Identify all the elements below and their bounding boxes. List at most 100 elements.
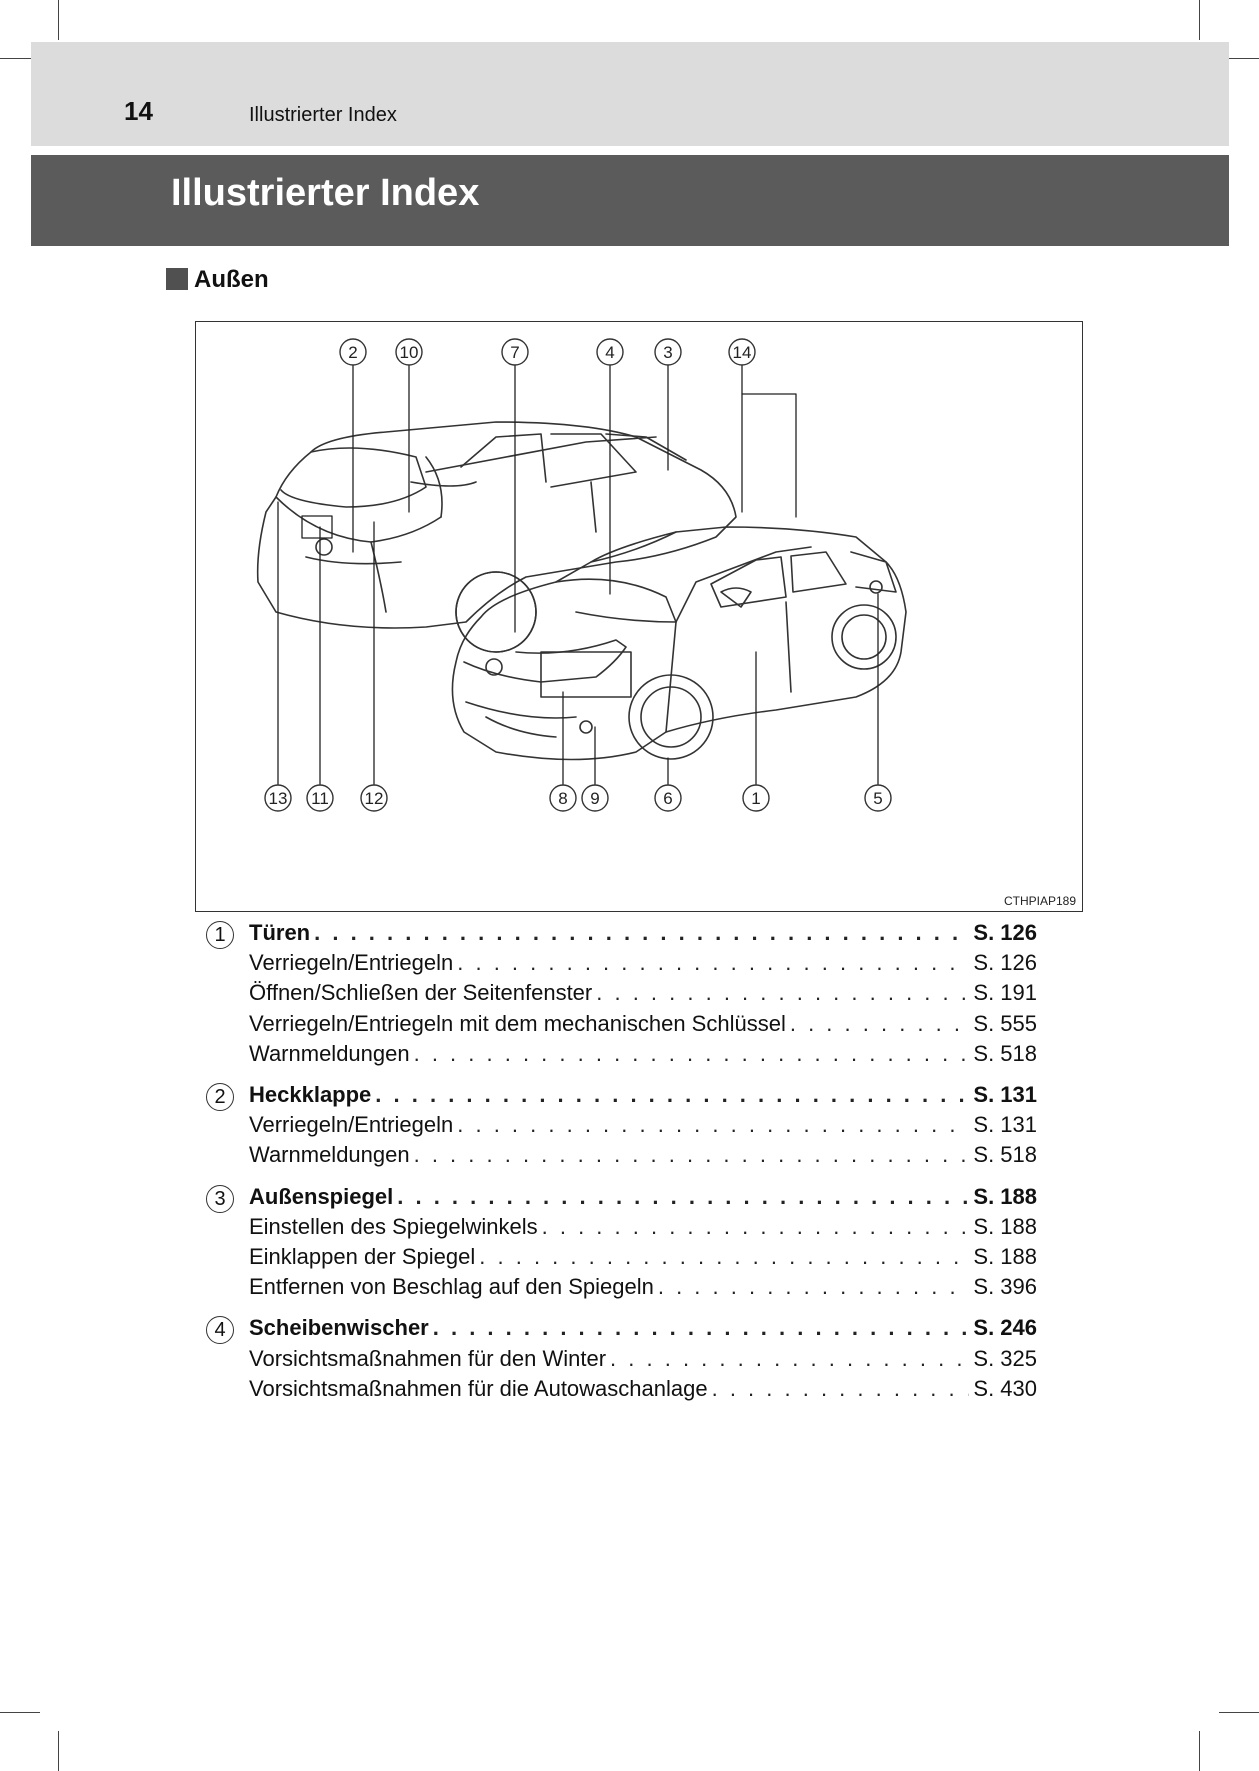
- entry-label: Verriegeln/Entriegeln: [249, 950, 454, 976]
- leader-dots: [542, 1214, 970, 1240]
- section-heading: Außen: [194, 266, 269, 293]
- crop-mark: [1199, 0, 1200, 40]
- entry-page-ref: S. 325: [973, 1345, 1037, 1371]
- entry-page-ref: S. 188: [973, 1244, 1037, 1269]
- entry-page-ref: S. 131: [973, 1112, 1037, 1138]
- running-title: Illustrierter Index: [249, 104, 397, 126]
- index-number-circle: 2: [206, 1083, 234, 1111]
- index-number-circle: 4: [206, 1316, 234, 1345]
- index-sub-entry: Verriegeln/Entriegeln mit dem mechanisch…: [249, 1011, 1037, 1039]
- index-sub-entry: Vorsichtsmaßnahmen für die Autowaschanla…: [249, 1376, 1037, 1404]
- callout-label: 6: [663, 789, 672, 808]
- entry-label: Einklappen der Spiegel: [249, 1244, 476, 1269]
- entry-page-ref: S. 191: [973, 980, 1037, 1006]
- index-number-circle: 3: [206, 1184, 234, 1213]
- section-marker-icon: [166, 268, 188, 290]
- crop-mark: [58, 0, 59, 40]
- leader-dots: [397, 1184, 969, 1210]
- entry-label: Verriegeln/Entriegeln mit dem mechanisch…: [249, 1010, 786, 1036]
- entry-page-ref: S. 131: [973, 1082, 1037, 1107]
- callout-label: 13: [269, 789, 288, 808]
- entry-label: Warnmeldungen: [249, 1142, 410, 1168]
- leader-dots: [712, 1376, 970, 1402]
- callout-label: 10: [400, 343, 419, 362]
- callout-label: 3: [663, 343, 672, 362]
- page-number: 14: [124, 96, 153, 126]
- callout-label: 9: [590, 789, 599, 808]
- index-sub-entry: Öffnen/Schließen der Seitenfenster S. 191: [249, 980, 1037, 1008]
- index-sub-entry: Verriegeln/Entriegeln S. 131: [249, 1112, 1037, 1140]
- entry-label: Entfernen von Beschlag auf den Spiegeln: [249, 1274, 654, 1300]
- entry-label: Warnmeldungen: [249, 1040, 410, 1066]
- index-sub-entry: Warnmeldungen S. 518: [249, 1041, 1037, 1069]
- front-car-drawing: [451, 526, 907, 761]
- callout-label: 8: [558, 789, 567, 808]
- leader-dots: [314, 920, 969, 946]
- entry-label: Türen: [249, 920, 311, 945]
- index-main-entry: Türen S. 126: [249, 920, 1037, 948]
- leader-dots: [457, 950, 969, 976]
- rear-car-drawing: [256, 421, 737, 653]
- entry-label: Scheibenwischer: [249, 1315, 429, 1341]
- index-sub-entry: Vorsichtsmaßnahmen für den Winter S. 325: [249, 1346, 1037, 1374]
- index-main-entry: Scheibenwischer S. 246: [249, 1315, 1037, 1343]
- entry-page-ref: S. 396: [973, 1274, 1037, 1300]
- index-sub-entry: Einklappen der Spiegel S. 188: [249, 1244, 1037, 1272]
- entry-label: Heckklappe: [249, 1082, 372, 1107]
- crop-mark: [1219, 1712, 1259, 1713]
- leader-dots: [479, 1244, 969, 1270]
- callout-circles: [264, 338, 892, 812]
- page-title: Illustrierter Index: [171, 172, 480, 214]
- entry-page-ref: S. 430: [973, 1375, 1037, 1401]
- title-bar: [31, 155, 1229, 246]
- index-sub-entry: Warnmeldungen S. 518: [249, 1142, 1037, 1170]
- callout-leaders: [277, 361, 879, 785]
- index-sub-entry: Einstellen des Spiegelwinkels S. 188: [249, 1214, 1037, 1242]
- entry-page-ref: S. 126: [973, 950, 1037, 976]
- entry-label: Vorsichtsmaßnahmen für den Winter: [249, 1345, 607, 1371]
- car-exterior-illustration: 2 10 7 4 3 14 13 11 12 8 9 6 1 5 CTHPIAP…: [195, 321, 1083, 912]
- entry-page-ref: S. 188: [973, 1213, 1037, 1239]
- crop-mark: [0, 1712, 40, 1713]
- index-main-entry: Heckklappe S. 131: [249, 1082, 1037, 1110]
- entry-page-ref: S. 246: [973, 1315, 1037, 1341]
- index-sub-entry: Entfernen von Beschlag auf den Spiegeln S…: [249, 1274, 1037, 1302]
- leader-dots: [596, 980, 969, 1006]
- car-drawing: 2 10 7 4 3 14 13 11 12 8 9 6 1 5: [256, 338, 907, 812]
- entry-label: Einstellen des Spiegelwinkels: [249, 1213, 538, 1239]
- leader-dots: [658, 1274, 970, 1300]
- leader-dots: [457, 1112, 969, 1138]
- entry-label: Öffnen/Schließen der Seitenfenster: [249, 980, 593, 1006]
- crop-mark: [1199, 1731, 1200, 1771]
- entry-label: Außenspiegel: [249, 1183, 394, 1209]
- leader-dots: [414, 1142, 970, 1168]
- crop-mark: [1219, 58, 1259, 59]
- entry-label: Verriegeln/Entriegeln: [249, 1112, 454, 1138]
- leader-dots: [610, 1346, 969, 1372]
- figure-code: CTHPIAP189: [1003, 894, 1076, 908]
- callout-label: 2: [348, 343, 357, 362]
- entry-page-ref: S. 518: [973, 1040, 1037, 1066]
- page-header: [31, 42, 1229, 146]
- callout-label: 12: [365, 789, 384, 808]
- index-number-circle: 1: [206, 921, 234, 949]
- leader-dots: [790, 1011, 970, 1037]
- entry-page-ref: S. 188: [973, 1183, 1037, 1209]
- index-sub-entry: Verriegeln/Entriegeln S. 126: [249, 950, 1037, 978]
- entry-page-ref: S. 555: [973, 1010, 1037, 1036]
- callout-label: 1: [751, 789, 760, 808]
- entry-page-ref: S. 518: [973, 1142, 1037, 1168]
- callout-label: 7: [510, 343, 519, 362]
- leader-dots: [414, 1041, 970, 1067]
- entry-page-ref: S. 126: [973, 920, 1037, 945]
- callout-label: 14: [733, 343, 752, 362]
- callout-label: 5: [873, 789, 882, 808]
- crop-mark: [0, 58, 40, 59]
- leader-dots: [433, 1315, 970, 1341]
- leader-dots: [375, 1082, 969, 1108]
- entry-label: Vorsichtsmaßnahmen für die Autowaschanla…: [249, 1375, 708, 1401]
- index-main-entry: Außenspiegel S. 188: [249, 1184, 1037, 1212]
- callout-label: 11: [311, 789, 329, 808]
- callout-label: 4: [605, 343, 614, 362]
- crop-mark: [58, 1731, 59, 1771]
